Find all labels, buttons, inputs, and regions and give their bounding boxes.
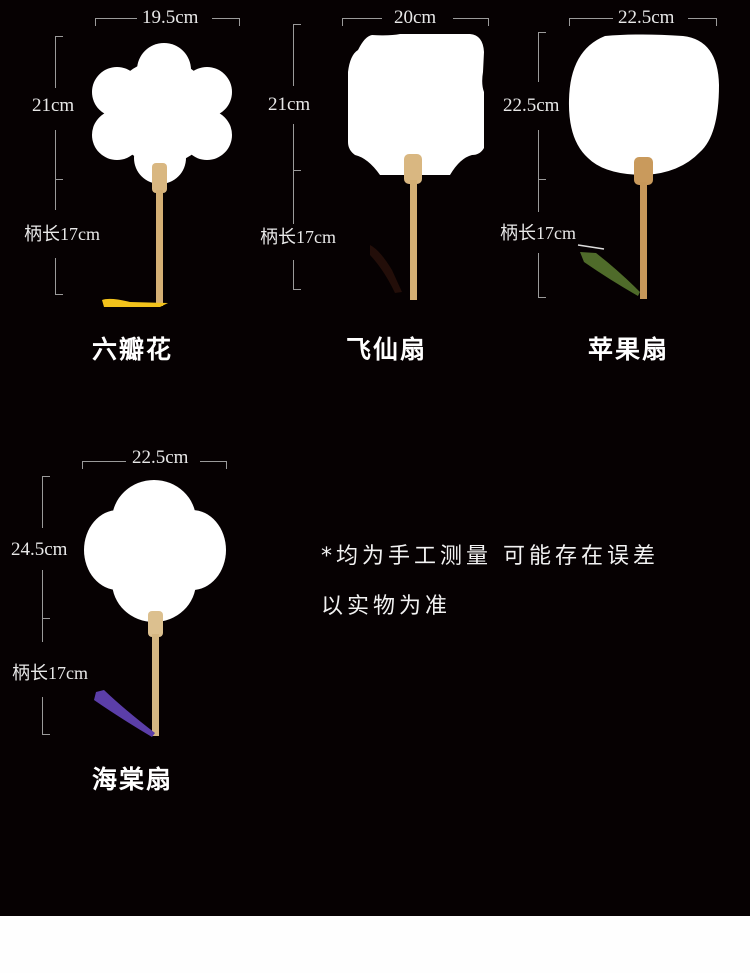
height-measure-line xyxy=(538,32,539,82)
height-measure-line xyxy=(55,130,56,210)
fan-width-label: 19.5cm xyxy=(142,7,199,28)
fan-width-label: 22.5cm xyxy=(618,7,675,28)
begonia-fan-image xyxy=(84,480,226,737)
handle-length-label: 柄长17cm xyxy=(24,224,100,244)
height-measure-line xyxy=(293,124,294,224)
fan-height-label: 22.5cm xyxy=(503,95,560,116)
width-measure-tick xyxy=(239,18,240,26)
fan-width-label: 22.5cm xyxy=(132,447,189,468)
height-measure-tick xyxy=(538,32,546,33)
height-measure-line xyxy=(538,253,539,298)
fan-height-label: 24.5cm xyxy=(11,539,68,560)
note-line-2: 以实物为准 xyxy=(321,594,452,619)
width-measure-line xyxy=(212,18,240,19)
height-measure-line xyxy=(538,130,539,212)
fan-height-label: 21cm xyxy=(32,95,75,116)
apple-fan-image xyxy=(568,34,719,299)
height-measure-line xyxy=(293,24,294,86)
height-measure-line xyxy=(293,260,294,290)
height-measure-tick xyxy=(538,297,546,298)
height-measure-line xyxy=(55,36,56,88)
six-petal-fan-image xyxy=(92,43,232,307)
width-measure-line xyxy=(688,18,717,19)
height-measure-line xyxy=(42,476,43,528)
handle-length-label: 柄长17cm xyxy=(500,223,576,243)
product-size-chart: 19.5cm 21cm 柄长17cm 六瓣花 xyxy=(0,0,750,916)
width-measure-tick xyxy=(569,18,570,26)
fan-height-label: 21cm xyxy=(268,94,311,115)
height-measure-tick xyxy=(42,618,50,619)
handle-length-label: 柄长17cm xyxy=(12,663,88,683)
height-measure-line xyxy=(42,570,43,642)
height-measure-tick xyxy=(42,476,50,477)
fan-width-label: 20cm xyxy=(394,7,437,28)
height-measure-tick xyxy=(538,179,546,180)
width-measure-tick xyxy=(716,18,717,26)
width-measure-tick xyxy=(342,18,343,26)
width-measure-tick xyxy=(488,18,489,26)
width-measure-tick xyxy=(82,461,83,469)
fan-name: 苹果扇 xyxy=(588,335,670,364)
handle-length-label: 柄长17cm xyxy=(260,227,336,247)
bottom-white-strip xyxy=(0,916,750,973)
width-measure-line xyxy=(342,18,382,19)
height-measure-line xyxy=(55,258,56,295)
note-line-1: *均为手工测量 可能存在误差 xyxy=(321,544,659,569)
fan-name: 海棠扇 xyxy=(92,765,174,794)
width-measure-line xyxy=(453,18,489,19)
height-measure-tick xyxy=(55,36,63,37)
width-measure-line xyxy=(200,461,226,462)
width-measure-tick xyxy=(95,18,96,26)
flying-fairy-fan-image xyxy=(348,34,484,300)
width-measure-line xyxy=(95,18,137,19)
fan-name: 飞仙扇 xyxy=(346,335,428,364)
height-measure-line xyxy=(42,697,43,735)
width-measure-tick xyxy=(226,461,227,469)
height-measure-tick xyxy=(42,734,50,735)
height-measure-tick xyxy=(293,24,301,25)
height-measure-tick xyxy=(293,170,301,171)
height-measure-tick xyxy=(293,289,301,290)
fan-name: 六瓣花 xyxy=(92,335,174,364)
height-measure-tick xyxy=(55,179,63,180)
width-measure-line xyxy=(569,18,613,19)
height-measure-tick xyxy=(55,294,63,295)
width-measure-line xyxy=(82,461,126,462)
